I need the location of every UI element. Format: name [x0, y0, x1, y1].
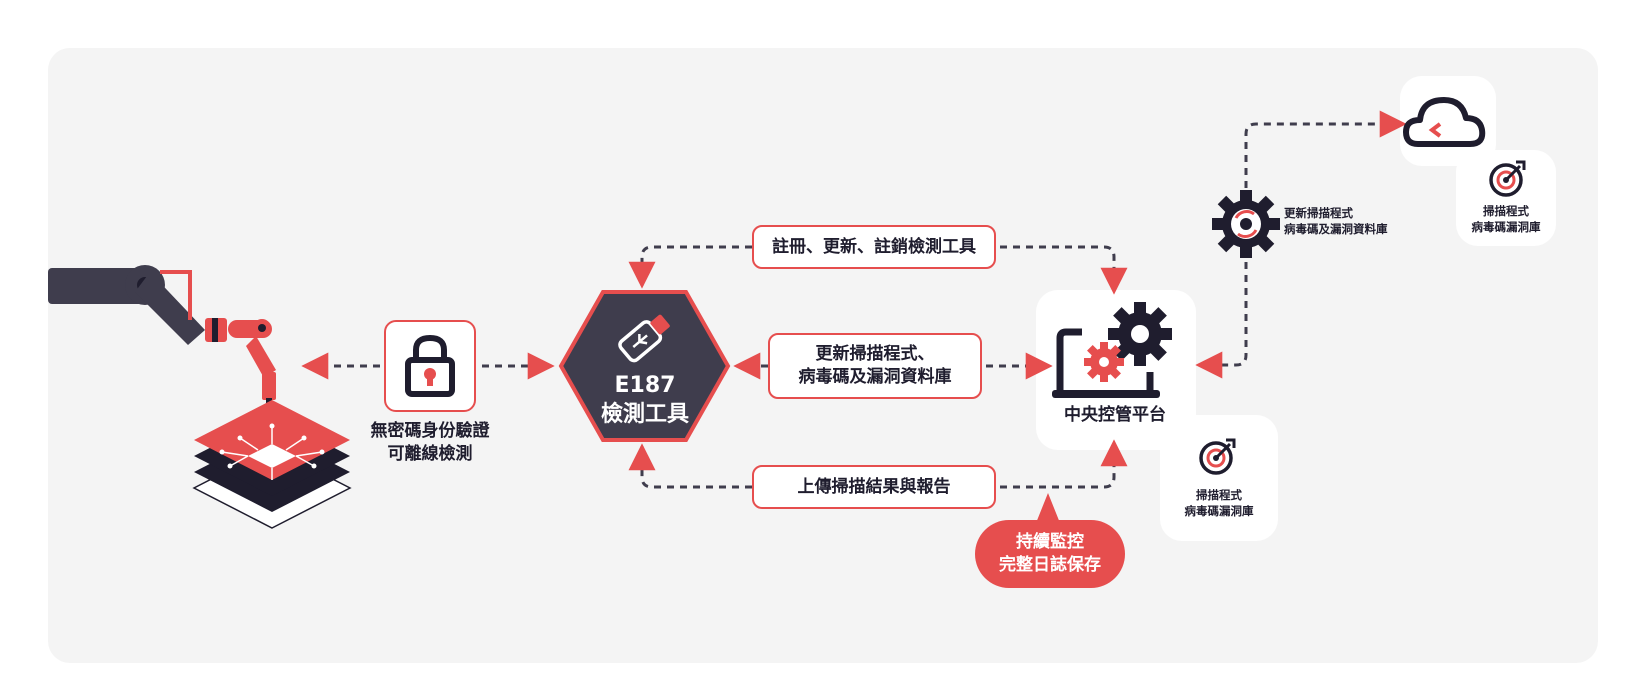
scan-target-icon-platform [1199, 438, 1236, 475]
update-gear-icon [1212, 190, 1280, 258]
update-flow-line-2: 病毒碼及漏洞資料庫 [798, 367, 952, 387]
cloud-update-line-1: 更新掃描程式 [1284, 206, 1353, 220]
robot-arm-icon [48, 265, 276, 412]
monitor-bubble-tail [1036, 493, 1060, 523]
cloud-scan-line-2: 病毒碼漏洞庫 [1471, 219, 1541, 234]
scan-target-icon [1489, 160, 1526, 197]
usb-drive-icon [618, 314, 670, 363]
tool-line-1: E187 [614, 373, 676, 398]
detection-tool-hexagon [558, 290, 731, 442]
platform-label: 中央控管平台 [1064, 405, 1166, 425]
lock-icon [405, 334, 455, 397]
cloud-update-caption: 更新掃描程式 病毒碼及漏洞資料庫 [1284, 206, 1414, 237]
tool-line-2: 檢測工具 [600, 401, 689, 427]
platform-scan-card [1160, 415, 1278, 541]
monitor-line-1: 持續監控 [1016, 532, 1084, 553]
cloud-icon [1403, 97, 1486, 147]
register-flow-pill: 註冊、更新、註銷檢測工具 [752, 225, 996, 269]
cloud-scan-line-1: 掃描程式 [1483, 204, 1529, 218]
monitor-line-2: 完整日誌保存 [999, 555, 1101, 575]
auth-caption: 無密碼身份驗證 可離線檢測 [340, 420, 520, 466]
lock-box [384, 320, 476, 412]
upload-flow-label: 上傳掃描結果與報告 [797, 476, 951, 497]
tool-label: E187 檢測工具 [560, 372, 730, 429]
circuit-board-icon [192, 400, 352, 529]
platform-scan-caption: 掃描程式 病毒碼漏洞庫 [1160, 488, 1278, 519]
update-flow-pill: 更新掃描程式、 病毒碼及漏洞資料庫 [768, 333, 982, 399]
monitor-bubble: 持續監控 完整日誌保存 [975, 520, 1125, 588]
cloud-scan-caption: 掃描程式 病毒碼漏洞庫 [1456, 204, 1556, 235]
platform-scan-line-1: 掃描程式 [1196, 488, 1242, 502]
register-flow-label: 註冊、更新、註銷檢測工具 [772, 236, 976, 257]
platform-scan-line-2: 病毒碼漏洞庫 [1184, 503, 1254, 518]
platform-laptop-icon [1052, 302, 1172, 398]
upload-flow-pill: 上傳掃描結果與報告 [752, 465, 996, 509]
cloud-update-line-2: 病毒碼及漏洞資料庫 [1284, 221, 1388, 236]
auth-line-1: 無密碼身份驗證 [370, 421, 490, 441]
auth-line-2: 可離線檢測 [387, 443, 473, 464]
gear-icon [1108, 302, 1172, 366]
update-flow-line-1: 更新掃描程式、 [815, 344, 935, 365]
gear-small-icon [1084, 342, 1124, 382]
